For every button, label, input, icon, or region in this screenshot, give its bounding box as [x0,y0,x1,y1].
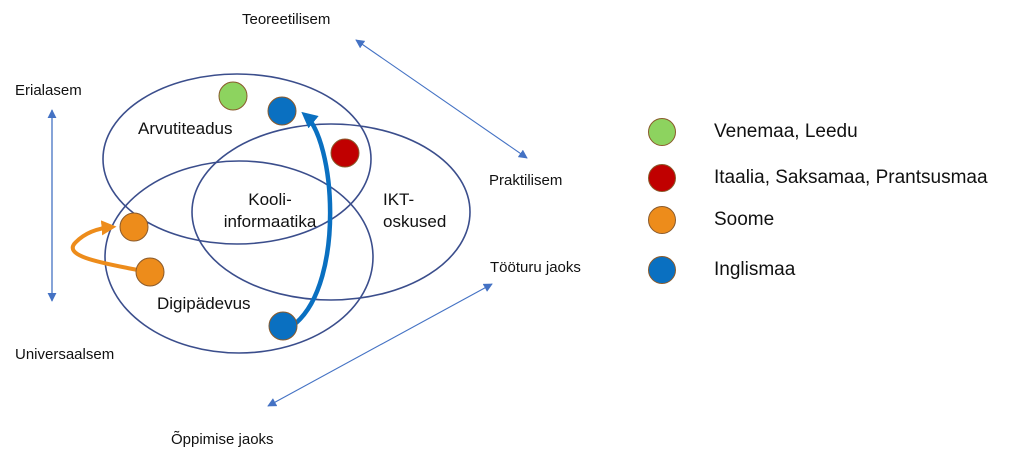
soome-movement-arrow [70,220,139,272]
area-label-kooli-line1: Kooli- [248,190,292,209]
inglismaa-movement-arrow [294,111,333,325]
axis-label-teoreetilisem: Teoreetilisem [242,11,331,28]
learning-labor-arrow [267,283,493,407]
axis-label-tooturu-jaoks: Tööturu jaoks [490,259,581,276]
area-label-ikt-oskused: IKT- oskused [383,189,446,233]
legend-dot-blue [648,256,676,284]
axis-label-oppimise-jaoks: Õppimise jaoks [171,431,274,448]
axis-label-praktilisem: Praktilisem [489,172,563,189]
area-label-ikt-line2: oskused [383,212,447,231]
legend-label: Soome [714,209,775,230]
legend-item-venemaa-leedu: Venemaa, Leedu [648,116,1024,150]
inglismaa-dot-bottom [268,311,298,341]
legend-dot-red [648,164,676,192]
theory-practice-arrow [355,39,528,159]
legend-label: Inglismaa [714,259,796,280]
axis-label-universaalsem: Universaalsem [15,346,115,363]
digipadevus-ellipse [104,160,374,354]
axis-label-erialasem: Erialasem [15,82,82,99]
ikt-oskused-ellipse [191,123,471,301]
area-label-kooliinformaatika: Kooli- informaatika [203,189,337,233]
legend-dot-orange [648,206,676,234]
area-label-digipadevus: Digipädevus [157,294,251,313]
area-label-arvutiteadus: Arvutiteadus [138,119,233,138]
soome-dot-upper [119,212,149,242]
legend-label: Itaalia, Saksamaa, Prantsusmaa [714,167,988,188]
soome-dot-lower [135,257,165,287]
legend-label: Venemaa, Leedu [714,121,858,142]
itaalia-saksamaa-prantsusmaa-dot [330,138,360,168]
venemaa-leedu-dot [218,81,248,111]
arvutiteadus-ellipse [102,73,372,245]
legend-item-itaalia-saksamaa-prantsusmaa: Itaalia, Saksamaa, Prantsusmaa [648,162,1024,196]
legend-item-soome: Soome [648,204,1024,238]
area-label-kooli-line2: informaatika [223,212,317,231]
legend-item-inglismaa: Inglismaa [648,254,1024,288]
inglismaa-dot-top [267,96,297,126]
area-label-ikt-line1: IKT- [383,190,415,209]
legend-dot-green [648,118,676,146]
